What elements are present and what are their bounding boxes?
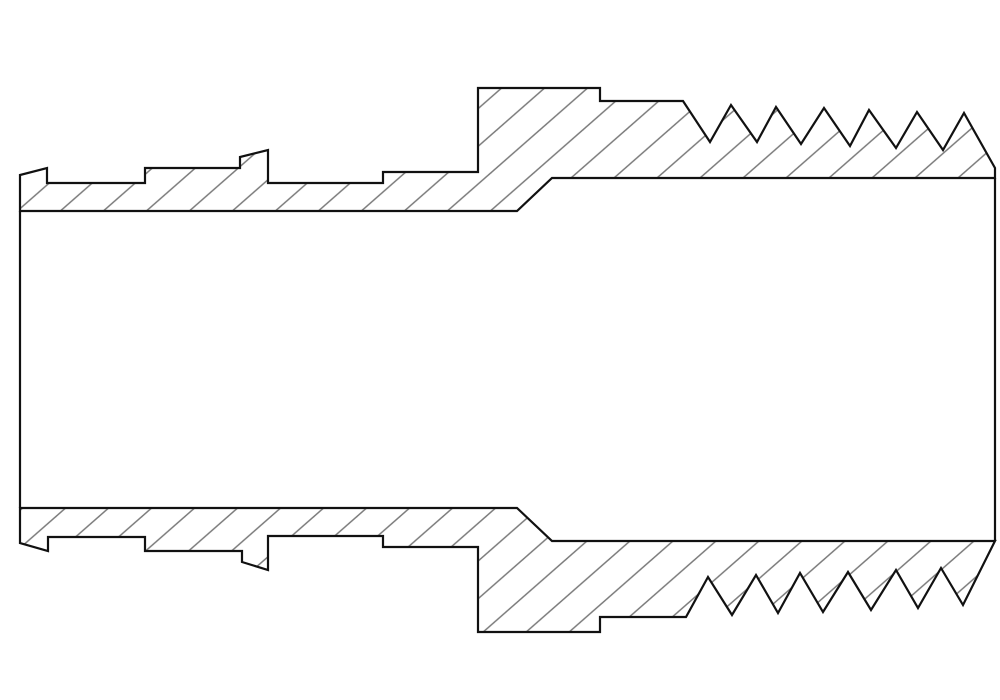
- upper-wall-section: [18, 86, 997, 213]
- lower-wall-section: [18, 506, 997, 634]
